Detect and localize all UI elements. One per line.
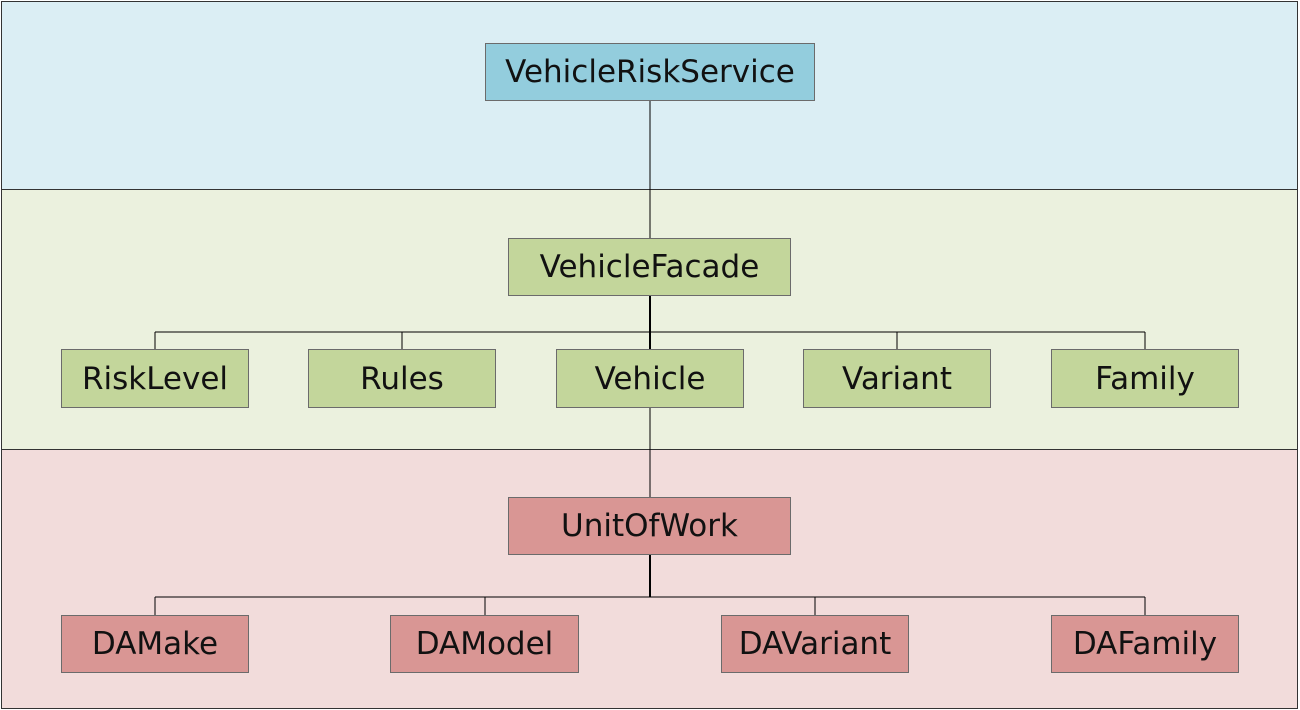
vehicle-risk-service-node: VehicleRiskService [485, 43, 815, 101]
da-model-node: DAModel [390, 615, 579, 673]
vehicle-node: Vehicle [556, 349, 744, 408]
family-node: Family [1051, 349, 1239, 408]
da-family-node: DAFamily [1051, 615, 1239, 673]
risk-level-node: RiskLevel [61, 349, 249, 408]
variant-node: Variant [803, 349, 991, 408]
da-variant-node: DAVariant [721, 615, 909, 673]
rules-node: Rules [308, 349, 496, 408]
unit-of-work-node: UnitOfWork [508, 497, 791, 555]
da-make-node: DAMake [61, 615, 249, 673]
vehicle-facade-node: VehicleFacade [508, 238, 791, 296]
